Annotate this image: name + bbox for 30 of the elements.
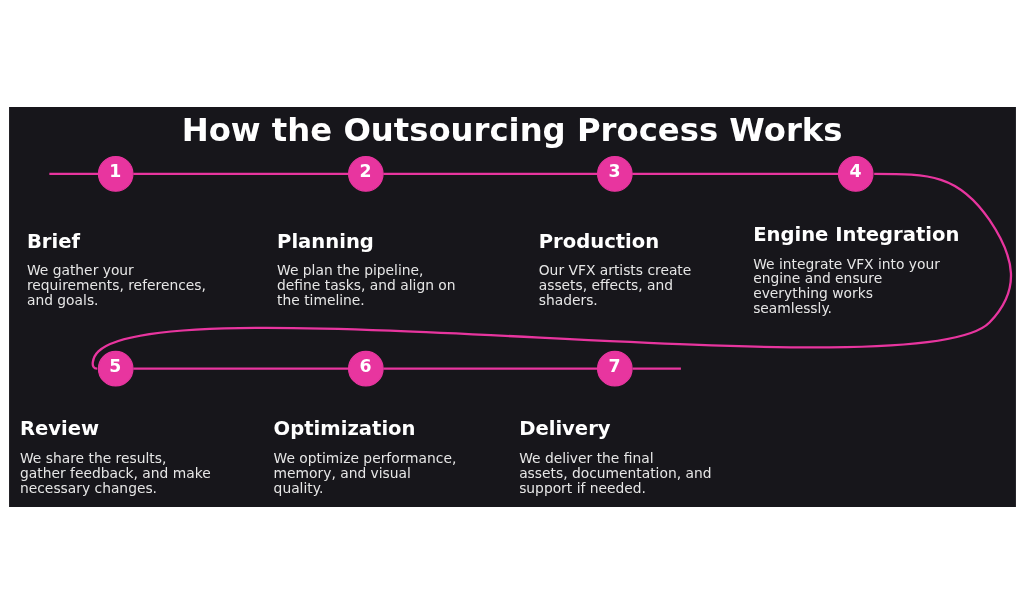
- node-circle: 2: [347, 156, 384, 192]
- node-label: We gather your requirements, references, and goals.: [26, 262, 206, 309]
- node-label: Brief: [26, 229, 80, 253]
- node-label: Production: [538, 229, 659, 253]
- node-label: We integrate VFX into your engine and ensure everything works seamlessly.: [752, 255, 940, 317]
- node-circle: 5: [97, 350, 134, 387]
- node-label: Engine Integration: [752, 222, 959, 246]
- node-label: Delivery: [518, 417, 611, 441]
- node-label: We share the results, gather feedback, and make necessary changes.: [19, 449, 211, 496]
- node-label: We plan the pipeline, define tasks, and align on the timeline.: [276, 262, 456, 309]
- connector: [632, 367, 681, 370]
- node-label: We deliver the final assets, documentation, and support if needed.: [518, 449, 711, 496]
- node-circle: 6: [347, 350, 384, 387]
- node-label: Our VFX artists create assets, effects, and shaders.: [538, 262, 691, 309]
- connector: [132, 367, 348, 370]
- node-circle: 1: [97, 156, 134, 192]
- node-circle: 7: [596, 350, 633, 387]
- connector: [132, 172, 348, 175]
- connector: [92, 172, 1012, 370]
- node-circle: 4: [837, 156, 874, 192]
- diagram-title: How the Outsourcing Process Works: [181, 110, 843, 149]
- connector: [382, 367, 597, 370]
- node-label: Optimization: [273, 417, 416, 441]
- connector: [382, 172, 597, 175]
- node-label: Review: [19, 417, 99, 441]
- node-label: We optimize performance, memory, and visual quality.: [273, 449, 456, 496]
- node-label: Planning: [276, 229, 374, 253]
- connector: [48, 172, 98, 175]
- connector: [631, 172, 838, 175]
- node-circle: 3: [596, 156, 633, 192]
